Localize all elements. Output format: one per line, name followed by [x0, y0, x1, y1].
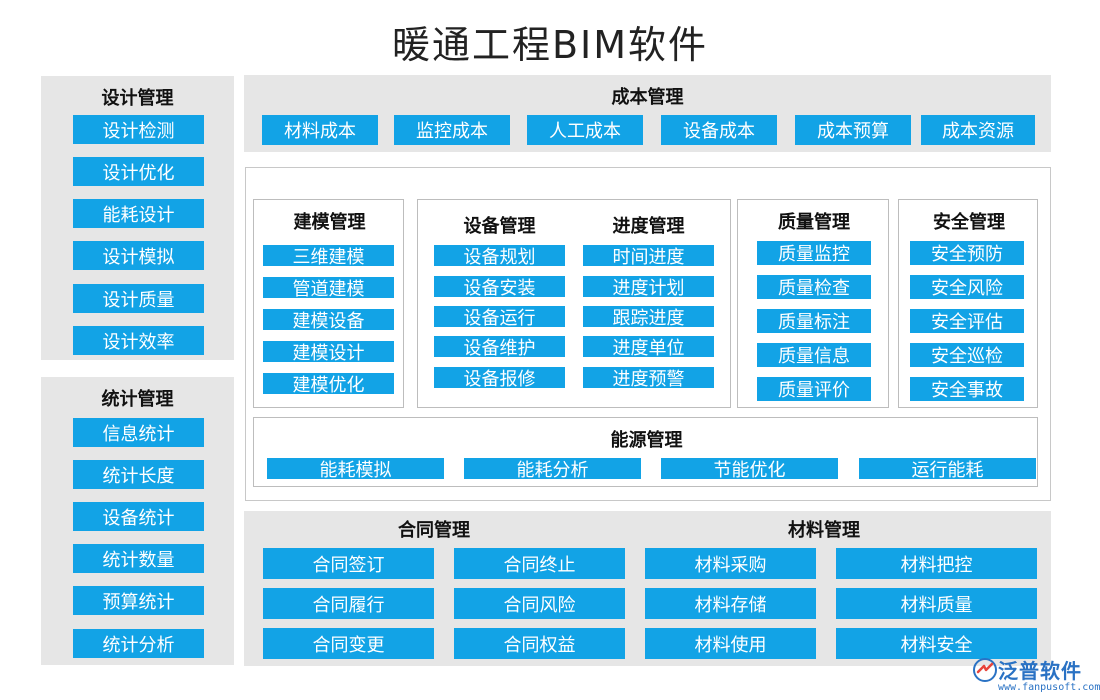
cost-item[interactable]: 人工成本 — [527, 115, 643, 145]
energy-item[interactable]: 节能优化 — [661, 458, 838, 481]
contract-item[interactable]: 合同签订 — [263, 548, 434, 579]
logo-icon — [973, 658, 997, 682]
quality-item[interactable]: 质量标注 — [757, 309, 871, 333]
cost-item[interactable]: 材料成本 — [262, 115, 378, 145]
cost-item[interactable]: 成本资源 — [921, 115, 1035, 145]
modeling-item[interactable]: 管道建模 — [263, 277, 394, 300]
progress-item[interactable]: 时间进度 — [583, 245, 714, 268]
stats-item[interactable]: 信息统计 — [73, 418, 204, 447]
modeling-item[interactable]: 三维建模 — [263, 245, 394, 268]
progress-item[interactable]: 进度计划 — [583, 276, 714, 299]
quality-item[interactable]: 质量检查 — [757, 275, 871, 299]
material-item[interactable]: 材料把控 — [836, 548, 1037, 579]
energy-item[interactable]: 运行能耗 — [859, 458, 1036, 481]
quality-item[interactable]: 质量信息 — [757, 343, 871, 367]
logo-url: www.fanpusoft.com — [998, 682, 1100, 693]
stats-title: 统计管理 — [101, 389, 174, 410]
contract-material-panel: 合同管理 材料管理 合同签订 合同终止 合同履行 合同风险 合同变更 合同权益 … — [244, 511, 1051, 666]
design-item[interactable]: 设计模拟 — [73, 241, 204, 270]
safety-frame: 安全管理 安全预防 安全风险 安全评估 安全巡检 安全事故 — [898, 199, 1038, 408]
progress-item[interactable]: 跟踪进度 — [583, 306, 714, 329]
design-item[interactable]: 设计优化 — [73, 157, 204, 186]
stats-panel: 统计管理 信息统计 统计长度 设备统计 统计数量 预算统计 统计分析 — [41, 377, 234, 665]
equipment-title: 设备管理 — [463, 216, 536, 237]
contract-item[interactable]: 合同履行 — [263, 588, 434, 619]
modeling-frame: 建模管理 三维建模 管道建模 建模设备 建模设计 建模优化 — [253, 199, 404, 408]
contract-item[interactable]: 合同变更 — [263, 628, 434, 659]
material-item[interactable]: 材料存储 — [645, 588, 816, 619]
equipment-item[interactable]: 设备报修 — [434, 367, 565, 390]
cost-item[interactable]: 监控成本 — [394, 115, 510, 145]
page-title: 暖通工程BIM软件 — [391, 23, 709, 67]
safety-item[interactable]: 安全预防 — [910, 241, 1024, 265]
cost-title: 成本管理 — [611, 87, 684, 108]
modeling-item[interactable]: 建模设备 — [263, 309, 394, 332]
quality-item[interactable]: 质量评价 — [757, 377, 871, 401]
material-item[interactable]: 材料质量 — [836, 588, 1037, 619]
quality-title: 质量管理 — [778, 212, 850, 233]
stats-item[interactable]: 统计数量 — [73, 544, 204, 573]
energy-item[interactable]: 能耗分析 — [464, 458, 641, 481]
safety-item[interactable]: 安全事故 — [910, 377, 1024, 401]
stats-item[interactable]: 统计长度 — [73, 460, 204, 489]
modeling-item[interactable]: 建模设计 — [263, 341, 394, 364]
stats-item[interactable]: 设备统计 — [73, 502, 204, 531]
contract-item[interactable]: 合同终止 — [454, 548, 625, 579]
stats-item[interactable]: 统计分析 — [73, 629, 204, 658]
equipment-item[interactable]: 设备维护 — [434, 336, 565, 359]
contract-item[interactable]: 合同权益 — [454, 628, 625, 659]
equipment-progress-frame: 设备管理 进度管理 设备规划 设备安装 设备运行 设备维护 设备报修 时间进度 … — [417, 199, 731, 408]
safety-item[interactable]: 安全风险 — [910, 275, 1024, 299]
energy-frame: 能源管理 能耗模拟 能耗分析 节能优化 运行能耗 — [253, 417, 1038, 487]
stats-item[interactable]: 预算统计 — [73, 586, 204, 615]
cost-panel: 成本管理 材料成本 监控成本 人工成本 设备成本 成本预算 成本资源 — [244, 75, 1051, 152]
design-item[interactable]: 能耗设计 — [73, 199, 204, 228]
equipment-item[interactable]: 设备安装 — [434, 276, 565, 299]
design-panel: 设计管理 设计检测 设计优化 能耗设计 设计模拟 设计质量 设计效率 — [41, 76, 234, 360]
progress-item[interactable]: 进度单位 — [583, 336, 714, 359]
material-item[interactable]: 材料使用 — [645, 628, 816, 659]
quality-frame: 质量管理 质量监控 质量检查 质量标注 质量信息 质量评价 — [737, 199, 889, 408]
equipment-item[interactable]: 设备规划 — [434, 245, 565, 268]
material-item[interactable]: 材料采购 — [645, 548, 816, 579]
modeling-title: 建模管理 — [293, 212, 366, 233]
quality-item[interactable]: 质量监控 — [757, 241, 871, 265]
safety-item[interactable]: 安全巡检 — [910, 343, 1024, 367]
brand-logo: 泛普软件 www.fanpusoft.com — [972, 655, 1100, 699]
logo-name: 泛普软件 — [998, 659, 1082, 683]
progress-item[interactable]: 进度预警 — [583, 367, 714, 390]
material-item[interactable]: 材料安全 — [836, 628, 1037, 659]
safety-title: 安全管理 — [933, 212, 1005, 233]
energy-item[interactable]: 能耗模拟 — [267, 458, 444, 481]
equipment-item[interactable]: 设备运行 — [434, 306, 565, 329]
cost-item[interactable]: 成本预算 — [795, 115, 911, 145]
safety-item[interactable]: 安全评估 — [910, 309, 1024, 333]
design-item[interactable]: 设计效率 — [73, 326, 204, 355]
design-item[interactable]: 设计检测 — [73, 115, 204, 144]
design-item[interactable]: 设计质量 — [73, 284, 204, 313]
material-title: 材料管理 — [788, 520, 860, 541]
contract-title: 合同管理 — [398, 520, 470, 541]
progress-title: 进度管理 — [612, 216, 685, 237]
contract-item[interactable]: 合同风险 — [454, 588, 625, 619]
cost-item[interactable]: 设备成本 — [661, 115, 777, 145]
modeling-item[interactable]: 建模优化 — [263, 373, 394, 396]
design-title: 设计管理 — [101, 88, 174, 109]
energy-title: 能源管理 — [610, 430, 683, 451]
